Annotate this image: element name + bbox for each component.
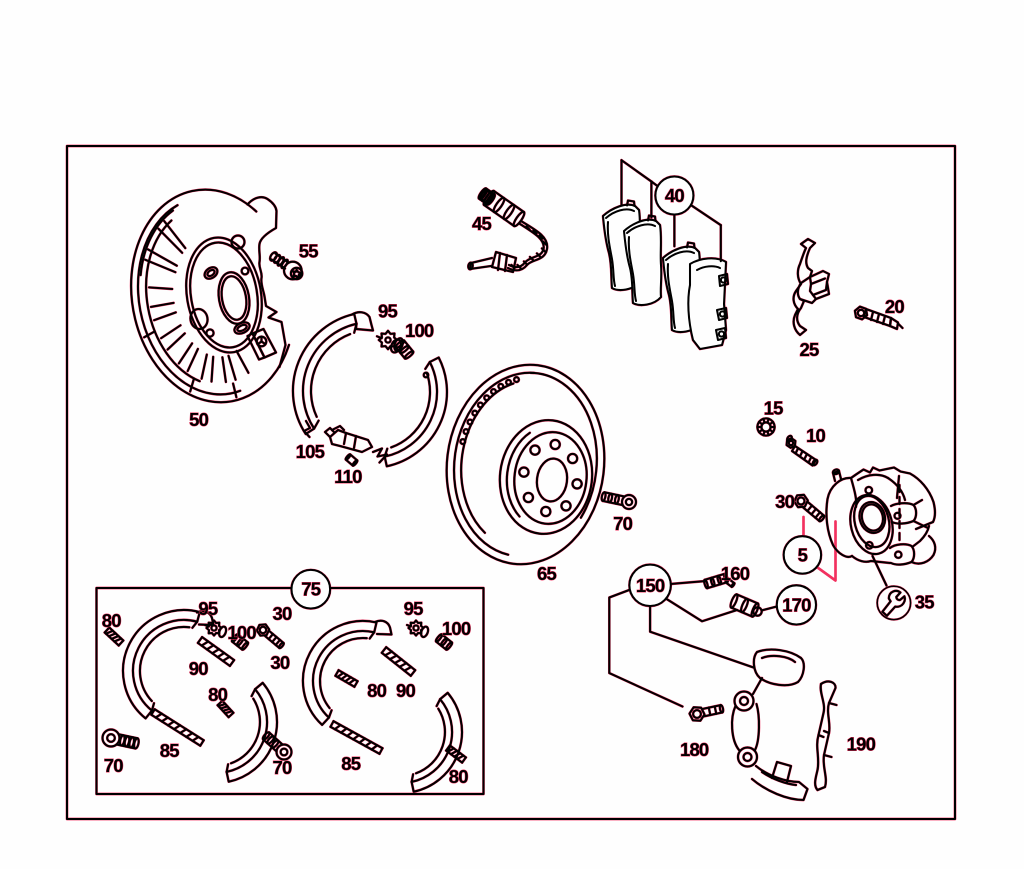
svg-text:30: 30 [775,491,794,512]
svg-text:90: 90 [189,658,208,679]
svg-text:80: 80 [208,684,227,705]
svg-text:85: 85 [341,753,360,774]
svg-text:80: 80 [102,610,121,631]
svg-text:70: 70 [273,757,292,778]
svg-text:190: 190 [847,734,876,755]
svg-text:50: 50 [189,409,208,430]
svg-text:80: 80 [367,680,386,701]
svg-text:180: 180 [680,739,709,760]
svg-text:85: 85 [160,740,179,761]
svg-text:110: 110 [334,466,362,487]
svg-text:65: 65 [537,563,556,584]
svg-text:30: 30 [273,603,292,624]
svg-text:70: 70 [104,755,123,776]
svg-text:190: 190 [847,734,876,755]
svg-text:95: 95 [198,598,217,619]
svg-text:10: 10 [806,425,825,446]
svg-text:30: 30 [775,491,794,512]
svg-text:35: 35 [915,592,934,613]
svg-text:95: 95 [404,598,423,619]
svg-text:70: 70 [273,757,292,778]
svg-text:15: 15 [764,398,783,419]
svg-text:150: 150 [636,575,665,596]
svg-text:85: 85 [341,753,360,774]
svg-text:100: 100 [227,622,256,643]
svg-text:105: 105 [296,441,325,462]
svg-text:45: 45 [472,213,491,234]
svg-text:15: 15 [764,398,783,419]
svg-text:180: 180 [680,739,709,760]
svg-text:160: 160 [721,563,750,584]
svg-text:35: 35 [915,592,934,613]
svg-text:65: 65 [537,563,556,584]
svg-text:75: 75 [301,579,320,600]
svg-text:90: 90 [396,680,415,701]
svg-text:80: 80 [102,610,121,631]
svg-text:25: 25 [800,339,819,360]
svg-text:95: 95 [378,301,397,322]
svg-text:170: 170 [782,594,811,615]
svg-text:30: 30 [270,652,289,673]
svg-text:90: 90 [396,680,415,701]
svg-text:55: 55 [299,241,318,262]
svg-text:95: 95 [404,598,423,619]
svg-text:80: 80 [449,766,468,787]
svg-text:95: 95 [378,301,397,322]
svg-text:40: 40 [665,185,684,206]
svg-text:70: 70 [613,513,632,534]
svg-text:10: 10 [806,425,825,446]
svg-text:100: 100 [442,618,471,639]
svg-text:105: 105 [296,441,325,462]
svg-text:50: 50 [189,409,208,430]
svg-text:110: 110 [334,466,362,487]
svg-text:25: 25 [800,339,819,360]
svg-text:80: 80 [367,680,386,701]
svg-text:95: 95 [198,598,217,619]
svg-text:80: 80 [449,766,468,787]
svg-text:100: 100 [405,320,434,341]
svg-text:70: 70 [104,755,123,776]
svg-text:45: 45 [472,213,491,234]
svg-text:100: 100 [405,320,434,341]
svg-text:150: 150 [636,575,665,596]
svg-text:75: 75 [301,579,320,600]
svg-text:90: 90 [189,658,208,679]
svg-text:55: 55 [299,241,318,262]
svg-text:20: 20 [885,296,904,317]
svg-text:160: 160 [721,563,750,584]
svg-text:20: 20 [885,296,904,317]
svg-text:85: 85 [160,740,179,761]
svg-text:40: 40 [665,185,684,206]
svg-text:170: 170 [782,594,811,615]
svg-text:70: 70 [613,513,632,534]
svg-text:5: 5 [798,544,808,565]
svg-text:100: 100 [442,618,471,639]
svg-text:30: 30 [270,652,289,673]
svg-text:30: 30 [273,603,292,624]
svg-text:5: 5 [798,544,808,565]
svg-text:80: 80 [208,684,227,705]
svg-text:100: 100 [227,622,256,643]
